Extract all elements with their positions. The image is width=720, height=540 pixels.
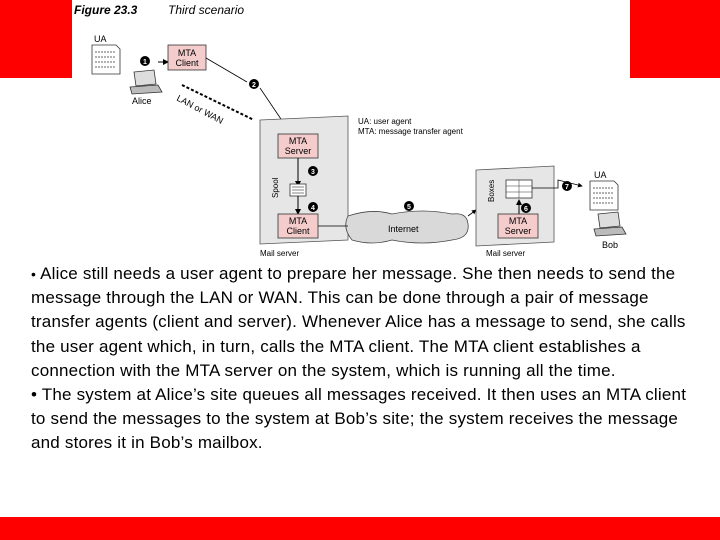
lan-wan-label: LAN or WAN [175,93,225,126]
scenario-description: • Alice still needs a user agent to prep… [31,262,701,456]
decorative-red-bar-bottom [0,517,720,540]
legend-mta: MTA: message transfer agent [358,127,464,136]
step-7-badge: 7 [562,181,572,191]
bullet-icon: • [31,266,36,282]
step-2-badge: 2 [249,79,259,89]
alice-mta-server-label: MTA [289,136,307,146]
spool-label: Spool [271,177,280,198]
bob-ua-label: UA [594,170,607,180]
svg-text:4: 4 [311,205,315,212]
paragraph-1-line-1: Alice still needs a user agent to prepar… [40,264,675,283]
svg-text:MTA: MTA [178,48,196,58]
boxes-label: Boxes [487,180,496,202]
alice-server-mta-client-label: MTA [289,216,307,226]
internet-cloud: Internet [346,211,468,243]
bullet-icon: • [31,385,37,404]
svg-text:5: 5 [407,204,411,211]
figure-title-sub: Third scenario [168,3,244,17]
alice-mail-server: MTA Server 3 Spool 4 MTA Client [260,116,348,244]
svg-text:Server: Server [285,146,312,156]
step-1-badge: 1 [140,56,150,66]
alice-laptop-icon [130,70,162,94]
svg-text:1: 1 [143,59,147,66]
svg-text:2: 2 [252,82,256,89]
paragraph-2: • The system at Alice’s site queues all … [31,383,701,456]
internet-label: Internet [388,224,419,234]
bob-laptop-icon [594,212,626,236]
step-5-badge: 5 [404,201,414,211]
bob-mail-server-label: Mail server [486,249,525,258]
svg-text:Server: Server [505,226,532,236]
alice-label: Alice [132,96,152,106]
svg-text:Client: Client [175,58,199,68]
bob-mta-server-label: MTA [509,216,527,226]
alice-ua-document-icon: UA [92,34,120,74]
email-scenario-figure: Figure 23.3 Third scenario UA Alice 1 MT… [72,0,630,262]
paragraph-1-line-2: message through the LAN or WAN. This can… [31,288,686,380]
svg-text:3: 3 [311,169,315,176]
paragraph-1: • Alice still needs a user agent to prep… [31,262,701,383]
svg-text:7: 7 [565,184,569,191]
bob-ua-document-icon: UA [590,170,618,210]
decorative-red-block-right [630,0,720,78]
figure-title-label: Figure 23.3 [74,3,138,17]
svg-text:Client: Client [286,226,310,236]
paragraph-2-text: The system at Alice’s site queues all me… [31,385,686,452]
svg-text:6: 6 [524,206,528,213]
decorative-red-block-left [0,0,72,78]
alice-mta-client-box: MTA Client [168,45,206,70]
alice-mail-server-label: Mail server [260,249,299,258]
alice-ua-label: UA [94,34,107,44]
legend-ua: UA: user agent [358,117,412,126]
bob-label: Bob [602,240,618,250]
bob-mail-server: Boxes 6 MTA Server [476,166,554,246]
